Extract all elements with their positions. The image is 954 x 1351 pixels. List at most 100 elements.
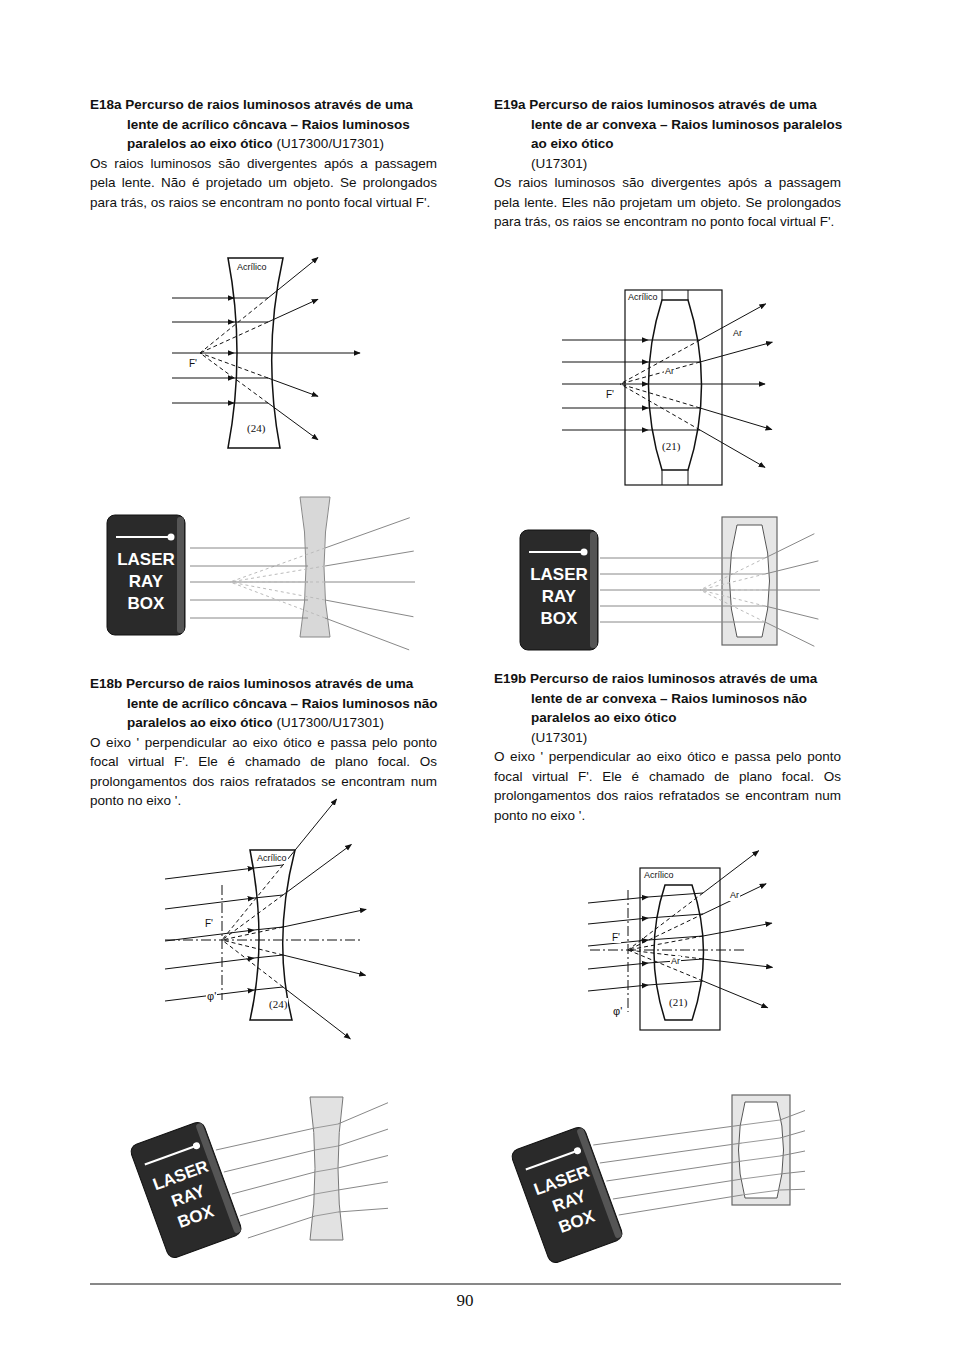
- device-label: RAY: [519, 586, 599, 608]
- light-ray: [648, 981, 703, 985]
- virtual-ray: [230, 566, 325, 582]
- light-ray: [190, 618, 308, 619]
- box-side: [177, 517, 184, 633]
- light-ray: [190, 548, 308, 549]
- light-ray: [600, 558, 735, 559]
- box-stripe: [529, 551, 581, 553]
- virtual-ray: [620, 384, 700, 430]
- product-code: (U17301): [531, 728, 844, 748]
- figure-label: F': [605, 389, 615, 400]
- light-ray: [742, 1190, 780, 1195]
- section-heading: E18b Percurso de raios luminosos através…: [90, 676, 438, 730]
- light-ray: [268, 258, 318, 298]
- light-ray: [700, 408, 772, 430]
- device-label: BOX: [106, 593, 186, 615]
- virtual-ray: [628, 893, 703, 950]
- light-ray: [562, 408, 648, 409]
- light-ray: [254, 955, 283, 958]
- light-ray: [232, 1172, 315, 1194]
- light-ray: [254, 927, 283, 930]
- acrylic-block: [625, 290, 722, 485]
- body-text: Os raios luminosos são divergentes após …: [494, 173, 841, 232]
- light-ray: [165, 868, 254, 879]
- lens-photo: [310, 1097, 343, 1240]
- page-number: 90: [425, 1291, 505, 1311]
- figure-label: F': [611, 932, 621, 943]
- light-ray: [780, 1111, 805, 1121]
- acrylic-block: [640, 868, 720, 1030]
- light-ray: [325, 618, 409, 650]
- figure-label: F': [204, 918, 214, 929]
- figure-label: Ar: [732, 328, 743, 339]
- light-ray: [216, 1128, 315, 1150]
- light-ray: [172, 378, 234, 379]
- figure-label: Acrílico: [627, 292, 659, 303]
- virtual-ray: [200, 353, 268, 378]
- light-ray: [648, 362, 700, 363]
- box-dot: [581, 549, 588, 556]
- light-ray: [254, 987, 283, 990]
- light-ray: [735, 622, 765, 623]
- light-ray: [742, 1138, 780, 1143]
- device-label: LASER: [106, 549, 186, 571]
- light-ray: [234, 298, 268, 299]
- light-ray: [648, 408, 700, 409]
- ray-diagrams: [90, 258, 841, 1284]
- light-ray: [254, 895, 283, 898]
- box-dot: [168, 534, 175, 541]
- light-ray: [700, 342, 772, 362]
- light-ray: [742, 1120, 780, 1125]
- laser-box-label: LASERRAYBOX: [106, 549, 186, 615]
- figure-label: Ar: [664, 366, 675, 377]
- virtual-ray: [628, 950, 703, 981]
- heading-block: E18a Percurso de raios luminosos através…: [90, 95, 440, 154]
- light-ray: [588, 985, 648, 991]
- figure-label: Ar: [670, 956, 681, 967]
- light-ray: [613, 1179, 742, 1199]
- laser-ray-box: [520, 530, 598, 650]
- body-text: Os raios luminosos são divergentes após …: [90, 154, 437, 213]
- light-ray: [703, 884, 766, 914]
- light-ray: [190, 600, 308, 601]
- figure-label: F': [188, 358, 198, 369]
- light-ray: [172, 322, 234, 323]
- box-dot: [573, 1146, 582, 1155]
- concave-lens: [250, 850, 295, 1020]
- figure-label: Acrílico: [256, 853, 288, 864]
- light-ray: [325, 600, 413, 617]
- light-ray: [315, 1190, 338, 1194]
- callout-number: (24): [246, 422, 266, 435]
- light-ray: [648, 340, 700, 341]
- callout-number: (24): [268, 998, 288, 1011]
- figure-label: Acrílico: [643, 870, 675, 881]
- light-ray: [593, 1125, 742, 1145]
- light-ray: [190, 582, 308, 583]
- light-ray: [700, 304, 766, 340]
- light-ray: [268, 378, 318, 396]
- box-body: [107, 515, 185, 635]
- air-lens-photo: [739, 1102, 784, 1198]
- light-ray: [588, 963, 648, 969]
- light-ray: [325, 518, 410, 548]
- light-ray: [315, 1212, 338, 1216]
- light-ray: [780, 1131, 805, 1138]
- lens-photo: [300, 497, 330, 637]
- product-code: (U17301): [531, 154, 844, 174]
- light-ray: [600, 622, 735, 623]
- light-ray: [735, 558, 765, 559]
- light-ray: [338, 1103, 388, 1124]
- light-ray: [588, 897, 648, 903]
- laser-ray-box: [129, 1120, 243, 1259]
- box-body: [129, 1120, 243, 1259]
- light-ray: [703, 981, 768, 1008]
- light-ray: [338, 1208, 388, 1212]
- light-ray: [648, 384, 700, 385]
- light-ray: [325, 582, 415, 583]
- light-ray: [268, 299, 318, 322]
- block-edge: [662, 470, 663, 485]
- light-ray: [338, 1182, 388, 1190]
- light-ray: [600, 606, 735, 607]
- light-ray: [268, 353, 360, 354]
- light-ray: [234, 322, 268, 323]
